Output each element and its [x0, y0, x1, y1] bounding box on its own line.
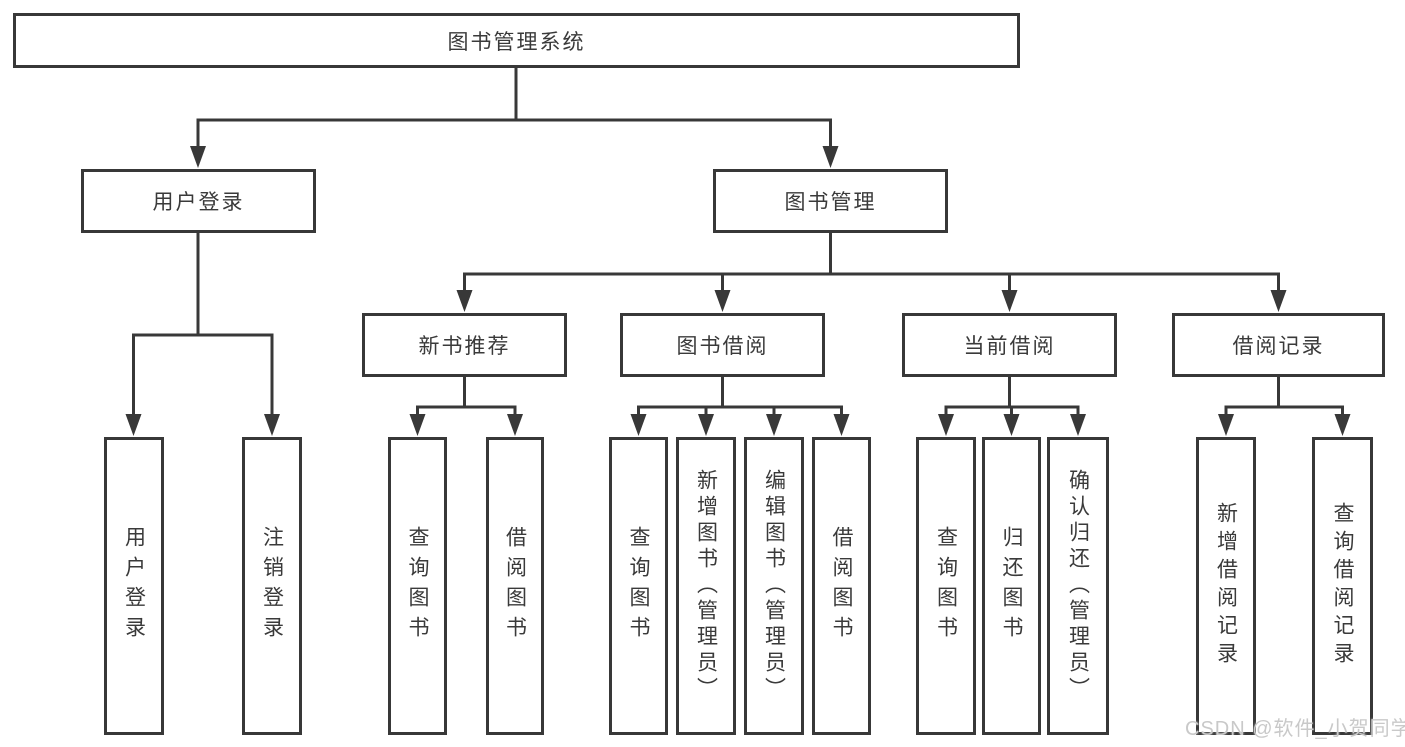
node-book-borrowing-label: 图书借阅: [676, 335, 769, 358]
node-book-management: 图书管理: [713, 169, 948, 233]
leaf-newrec-borrow-books: 借阅图书: [486, 437, 544, 735]
leaf-current-query-books: 查询图书: [916, 437, 976, 735]
node-current-borrowing-label: 当前借阅: [963, 335, 1056, 358]
node-borrowing-records: 借阅记录: [1172, 313, 1385, 377]
leaf-records-add-record: 新增借阅记录: [1196, 437, 1256, 735]
node-root: 图书管理系统: [13, 13, 1020, 68]
node-root-label: 图书管理系统: [447, 30, 586, 54]
leaf-current-query-books-label: 查询图书: [934, 526, 958, 646]
node-book-borrowing: 图书借阅: [620, 313, 825, 377]
arrowheads: [125, 146, 1351, 436]
leaf-records-query-record-label: 查询借阅记录: [1331, 502, 1354, 670]
node-new-book-recommend: 新书推荐: [362, 313, 567, 377]
leaf-current-return-books-label: 归还图书: [1000, 526, 1023, 646]
node-new-book-recommend-label: 新书推荐: [418, 335, 511, 358]
node-current-borrowing: 当前借阅: [902, 313, 1117, 377]
leaf-newrec-borrow-books-label: 借阅图书: [503, 526, 527, 646]
node-borrowing-records-label: 借阅记录: [1232, 335, 1325, 358]
node-user-login-label: 用户登录: [152, 191, 245, 214]
leaf-borrowing-add-books-label: 新增图书（管理员）: [694, 469, 718, 703]
leaf-records-query-record: 查询借阅记录: [1312, 437, 1373, 735]
leaf-newrec-query-books-label: 查询图书: [406, 526, 429, 646]
csdn-watermark: CSDN @软件_小贺同学: [1185, 718, 1405, 740]
leaf-borrowing-query-books-label: 查询图书: [627, 526, 650, 646]
leaf-newrec-query-books: 查询图书: [388, 437, 447, 735]
leaf-user-login-label: 用户登录: [122, 526, 146, 646]
leaf-user-login: 用户登录: [104, 437, 164, 735]
leaf-logout: 注销登录: [242, 437, 302, 735]
leaf-borrowing-add-books: 新增图书（管理员）: [676, 437, 736, 735]
node-book-management-label: 图书管理: [784, 191, 877, 214]
leaf-borrowing-borrow-books-label: 借阅图书: [830, 526, 853, 646]
node-user-login: 用户登录: [81, 169, 316, 233]
leaf-borrowing-borrow-books: 借阅图书: [812, 437, 871, 735]
leaf-current-return-books: 归还图书: [982, 437, 1041, 735]
leaf-borrowing-edit-books: 编辑图书（管理员）: [744, 437, 804, 735]
leaf-borrowing-edit-books-label: 编辑图书（管理员）: [762, 469, 786, 703]
leaf-current-confirm-return: 确认归还（管理员）: [1047, 437, 1109, 735]
leaf-borrowing-query-books: 查询图书: [609, 437, 668, 735]
leaf-current-confirm-return-label: 确认归还（管理员）: [1066, 469, 1090, 703]
leaf-logout-label: 注销登录: [260, 526, 284, 646]
leaf-records-add-record-label: 新增借阅记录: [1214, 502, 1238, 670]
